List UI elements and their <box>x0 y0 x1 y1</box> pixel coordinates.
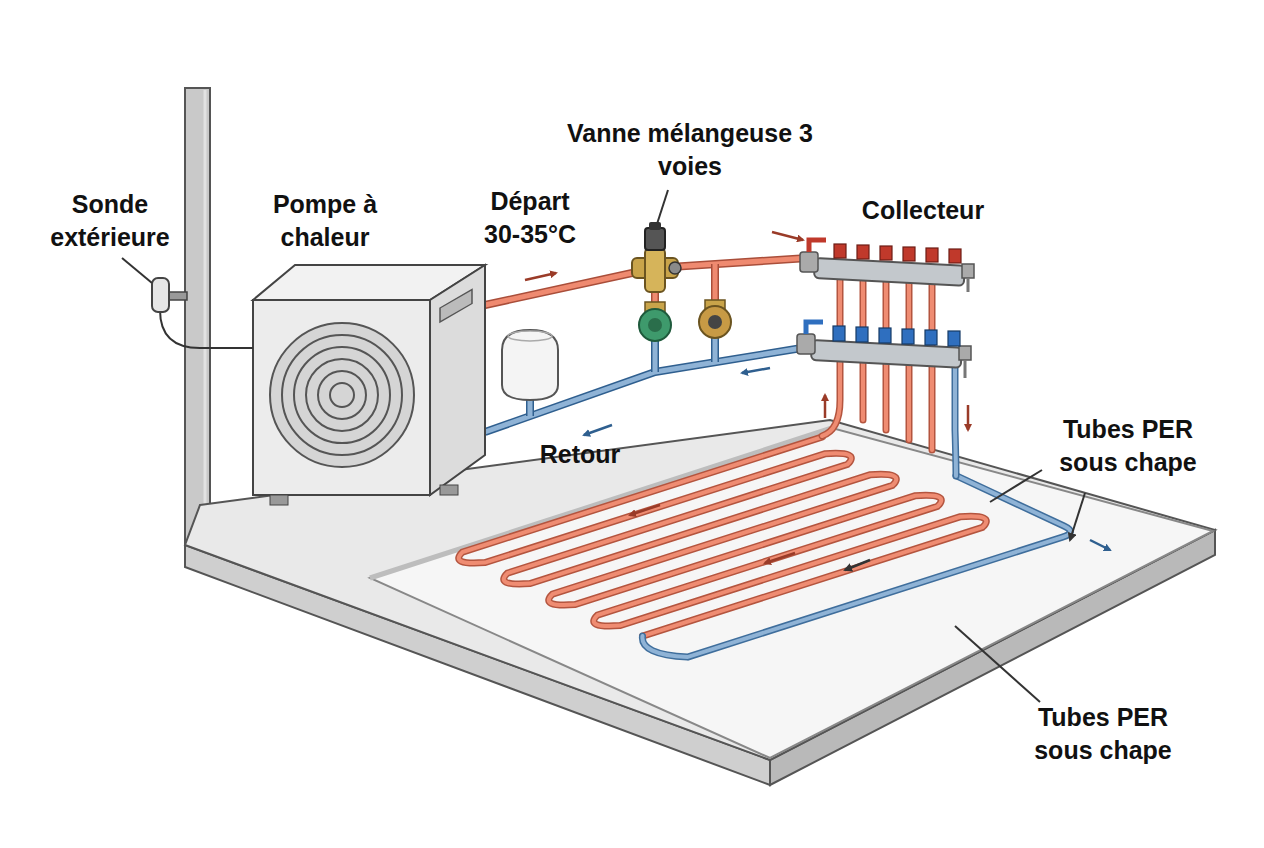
part-label: Collecteur <box>838 194 1008 227</box>
part-label: Retour <box>520 438 640 471</box>
part-label: Tubes PER sous chape <box>1041 413 1216 479</box>
manifold <box>797 240 974 378</box>
part-label: Vanne mélangeuse 3 voies <box>560 117 820 183</box>
mixing-valve <box>632 222 681 292</box>
expansion-vessel <box>502 330 558 400</box>
part-label: Pompe à chaleur <box>260 188 390 254</box>
part-label: Sonde extérieure <box>40 188 180 254</box>
heat-pump-unit <box>253 265 485 505</box>
part-label: Tubes PER sous chape <box>1016 701 1191 767</box>
outdoor-sensor <box>152 278 253 348</box>
floor-loop <box>450 427 1078 661</box>
part-label: Départ 30-35°C <box>470 185 590 251</box>
leader-lines <box>122 190 1085 702</box>
flow-arrows <box>630 395 1110 570</box>
circulator-pump <box>639 300 731 341</box>
wall <box>185 88 210 550</box>
collector-tubes <box>822 280 956 476</box>
